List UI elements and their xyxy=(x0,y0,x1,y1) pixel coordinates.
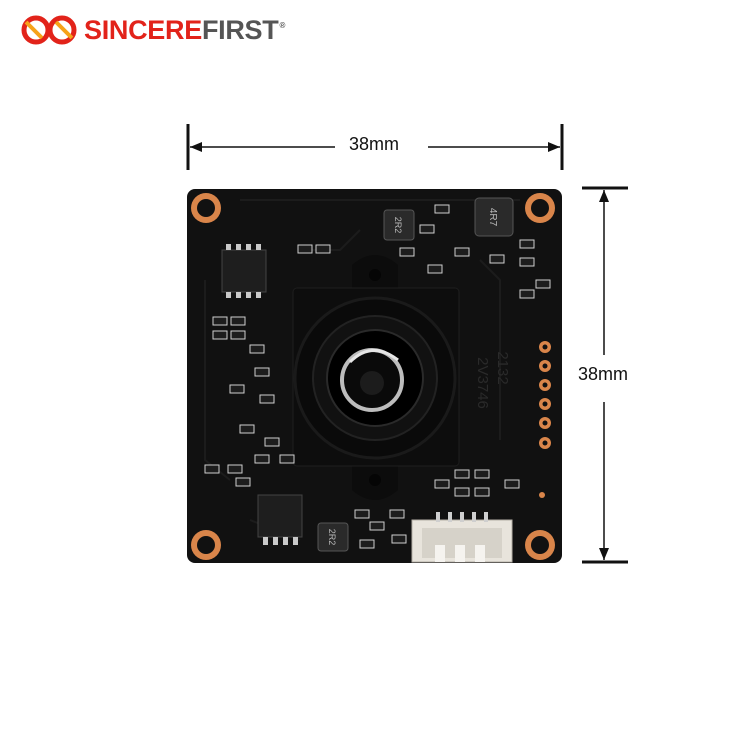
smd-components xyxy=(204,204,551,549)
registered-mark: ® xyxy=(279,21,286,30)
height-dimension-label: 38mm xyxy=(574,364,633,385)
inductor-top-right-label: 4R7 xyxy=(487,208,498,227)
ic-chip-top-left xyxy=(221,244,267,298)
inductor-top-right: 4R7 xyxy=(474,197,514,237)
inductor-bottom-label: 2R2 xyxy=(327,529,337,546)
sincerefirst-logo-icon xyxy=(21,15,77,45)
brand-name-part1: SINCERE xyxy=(84,15,202,45)
inductor-top-left-label: 2R2 xyxy=(393,217,403,234)
brand-name: SINCEREFIRST® xyxy=(84,12,285,48)
cable-connector xyxy=(411,512,513,563)
ic-chip-bottom xyxy=(257,494,303,545)
lens-holder-code-2: 2V3746 xyxy=(474,357,491,409)
inductor-top-left: 2R2 xyxy=(383,209,415,241)
inductor-bottom: 2R2 xyxy=(317,522,349,552)
pcb-traces xyxy=(204,199,520,541)
width-dimension-label: 38mm xyxy=(345,134,404,155)
lens-holder: 2132 2V3746 xyxy=(292,255,511,500)
brand-logo: SINCEREFIRST® xyxy=(20,12,285,48)
brand-name-part2: FIRST xyxy=(201,15,279,45)
mounting-holes xyxy=(191,193,555,560)
lens-holder-code-1: 2132 xyxy=(494,351,511,384)
